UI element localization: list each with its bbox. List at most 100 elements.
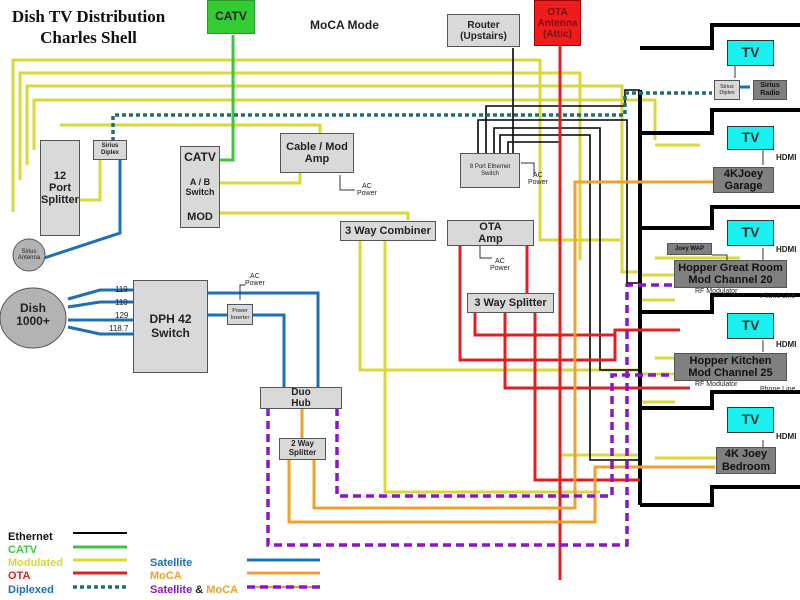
three-way-splitter: 3 Way Splitter (467, 293, 554, 313)
hdmi-label-bedroom: HDMI (776, 432, 797, 441)
power-inserter: Power Inserter (227, 304, 253, 325)
dish-label-2: 1000+ (16, 313, 50, 328)
port-label-119: 119 (115, 285, 128, 294)
router: Router (Upstairs) (447, 14, 520, 47)
router-location: (Upstairs) (460, 30, 507, 42)
legend-ethernet: Ethernet (8, 531, 53, 543)
moca-lines (287, 180, 715, 524)
tv-label: TV (741, 411, 760, 428)
legend-swatches (73, 532, 320, 589)
sirius-radio: Sirius Radio (753, 80, 787, 100)
sirius-diplex-label-1: Sirius (101, 143, 119, 150)
sirius-radio-label-1: Sirius (760, 82, 780, 90)
bedroom-label-2: Bedroom (721, 460, 771, 473)
tv-garage: TV (727, 126, 774, 150)
legend-sat-moca-moca: MoCA (206, 584, 239, 596)
sirius-diplex-label-2: Diplex (100, 150, 119, 156)
bedroom-label-1: 4K Joey (724, 448, 768, 461)
catv-line (220, 35, 235, 162)
tv-bedroom: TV (727, 407, 774, 433)
sirius-diplex: Sirius Diplex (93, 140, 127, 160)
hdmi-label-garage: HDMI (776, 153, 797, 162)
power-text: Power (490, 265, 510, 273)
ota-amp-label-1: OTA (479, 220, 502, 233)
ab-switch-mod-port: MOD (187, 210, 213, 223)
ab-switch-label-1: A / B (189, 176, 211, 187)
dph42-switch: DPH 42 Switch (133, 280, 208, 373)
catv-source-label: CATV (215, 9, 247, 24)
legend-satellite: Satellite (150, 557, 193, 569)
power-text: Power (528, 179, 548, 187)
splitter12-label-1: 12 (53, 169, 67, 182)
mode-label: MoCA Mode (310, 18, 379, 32)
ota-antenna-label-2: Antenna (537, 17, 578, 29)
room-sirius-diplex-label-2: Diplex (719, 90, 735, 96)
splitter3-label: 3 Way Splitter (474, 296, 547, 309)
ethernet-switch: 8 Port Ethernet Switch (460, 153, 520, 188)
two-way-splitter: 2 Way Splitter (279, 438, 326, 460)
ota-antenna-label-3: (Attic) (543, 28, 572, 40)
title-line-2: Charles Shell (40, 28, 137, 48)
great-room-label-2: Mod Channel 20 (688, 274, 773, 286)
ac-text: AC (362, 183, 372, 190)
hopper-great-room: Hopper Great Room Mod Channel 20 (674, 260, 787, 288)
ota-amp: OTA Amp (447, 220, 534, 246)
router-label: Router (467, 19, 500, 31)
kitchen-label-1: Hopper Kitchen (689, 354, 772, 367)
tv-sirius-room: TV (727, 40, 774, 66)
tv-label: TV (741, 317, 760, 334)
legend-sat-moca: Satellite & MoCA (150, 584, 238, 596)
ota-amp-label-2: Amp (478, 233, 503, 245)
room-sirius-diplex-label-1: Sirius (720, 83, 734, 90)
dph-label-2: Switch (151, 325, 190, 340)
joey-bedroom: 4K Joey Bedroom (716, 447, 776, 474)
great-room-label-1: Hopper Great Room (678, 261, 783, 274)
rf-modulator-label-great-room: RF Modulator (695, 288, 738, 295)
legend-moca: MoCA (150, 570, 182, 582)
cable-amp-label-1: Cable / Mod (286, 140, 348, 153)
splitter12-label-3: Splitter (41, 194, 79, 207)
phone-line-label-kitchen: Phone Line (760, 386, 796, 393)
ac-text: AC (533, 172, 543, 179)
ota-antenna: OTA Antenna (Attic) (534, 0, 581, 46)
garage-label-2: Garage (724, 180, 763, 192)
garage-label-1: 4KJoey (723, 167, 764, 180)
tv-label: TV (741, 129, 760, 146)
power-text: Power (245, 280, 265, 288)
duo-hub-label-1: Duo (291, 387, 311, 398)
wall-lines (638, 23, 800, 507)
splitter2-label-2: Splitter (288, 448, 317, 457)
ac-text: AC (495, 258, 505, 265)
title-line-1: Dish TV Distribution (11, 7, 166, 26)
sirius-antenna-label-2: Antenna (17, 255, 41, 262)
legend-modulated: Modulated (8, 557, 63, 569)
page-title: Dish TV Distribution Charles Shell (6, 6, 171, 49)
tv-label: TV (741, 44, 760, 61)
sirius-antenna-label: Sirius Antenna (13, 249, 45, 262)
three-way-combiner: 3 Way Combiner (340, 221, 436, 241)
twelve-port-splitter: 12 Port Splitter (40, 140, 80, 236)
diplexed-line (111, 91, 712, 148)
hdmi-label-kitchen: HDMI (776, 340, 797, 349)
hopper-kitchen: Hopper Kitchen Mod Channel 25 (674, 353, 787, 381)
sirius-antenna-label-1: Sirius (21, 249, 37, 255)
power-inserter-label-1: Power (232, 308, 248, 315)
joey-garage: 4KJoey Garage (713, 167, 774, 193)
duo-hub-label-2: Hub (291, 398, 311, 409)
combiner-label: 3 Way Combiner (345, 224, 431, 237)
port-label-110: 110 (115, 298, 128, 307)
power-inserter-label-2: Inserter (230, 314, 250, 321)
room-sirius-diplex: Sirius Diplex (714, 80, 740, 100)
kitchen-label-2: Mod Channel 25 (688, 367, 773, 379)
sat-moca-lines (266, 283, 675, 547)
legend-sat-moca-amp: & (195, 584, 204, 596)
legend-ota: OTA (8, 570, 31, 582)
sirius-antenna-shape (12, 238, 46, 272)
port-label-129: 129 (115, 311, 129, 320)
hdmi-label-great-room: HDMI (776, 245, 797, 254)
